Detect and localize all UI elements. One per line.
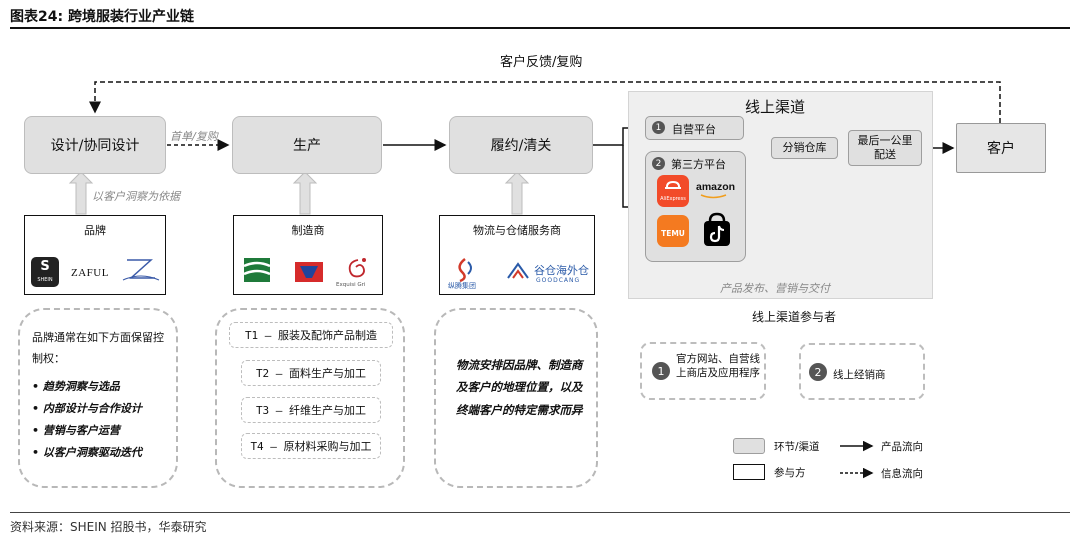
participant-brand: 品牌 S SHEIN ZAFUL [24,215,166,295]
third-platform-label: 第三方平台 [671,158,726,171]
temu-label: TEMU [661,229,685,238]
insight-label: 以客户洞察为依据 [92,190,180,203]
logistics-up-arrow [504,171,530,215]
online-participant-1: 1 官方网站、自营线上商店及应用程序 [640,342,766,400]
participant-manufacturer: 制造商 Exquisi Gri [233,215,383,295]
manufacturer-c-logo-icon [348,258,366,278]
manufacturer-label: 制造商 [291,224,325,237]
tier-item: T4 – 原材料采购与加工 [241,433,381,459]
tiktok-shop-icon [700,212,734,248]
stage-design: 设计/协同设计 [24,116,166,174]
online-participants-title: 线上渠道参与者 [752,310,837,324]
shein-logo-text: SHEIN [37,277,53,283]
participant-1-text: 官方网站、自营线上商店及应用程序 [676,353,760,380]
goodcang-logo-cn: 谷仓海外仓 [534,264,589,277]
legend-arrows [840,440,874,479]
amazon-smile-icon [700,194,727,199]
zongteng-logo-icon [458,258,472,282]
legend-stage-swatch [733,438,765,454]
stage-production: 生产 [232,116,382,174]
orders-label: 首单/复购 [170,130,218,143]
figure-title: 图表24: 跨境服装行业产业链 [10,9,194,25]
third-platform-box: 2 第三方平台 AliExpress amazon TEMU [645,151,746,262]
brand-bullet: • 趋势洞察与选品 [32,380,120,393]
brand-bullet: • 以客户洞察驱动迭代 [32,446,142,459]
brand-label: 品牌 [84,224,106,237]
distribution-warehouse-box: 分销仓库 [771,137,838,159]
logistics-notes: 物流安排因品牌、制造商及客户的地理位置，以及终端客户的特定需求而异 [434,308,598,488]
tier-item: T2 – 面料生产与加工 [241,360,381,386]
goodcang-logo-en: GOODCANG [536,277,581,284]
brand-bullet-list: • 趋势洞察与选品 • 内部设计与合作设计 • 营销与客户运营 • 以客户洞察驱… [32,376,172,464]
stage-fulfillment: 履约/清关 [449,116,593,174]
brand-notes: 品牌通常在如下方面保留控制权： • 趋势洞察与选品 • 内部设计与合作设计 • … [18,308,178,488]
self-platform-label: 自营平台 [672,123,716,136]
legend-product-flow-label: 产品流向 [881,441,923,453]
manufacturer-b-logo-icon [295,262,323,282]
participant-logistics: 物流与仓储服务商 纵腾集团 谷仓海外仓 GOODCANG [439,215,595,295]
self-platform-box: 1 自营平台 [645,116,744,140]
online-title: 线上渠道 [745,98,806,116]
amazon-logo: amazon [696,181,736,193]
goodcang-logo-icon [507,262,529,279]
stage-customer: 客户 [956,123,1046,173]
tier-item: T3 – 纤维生产与加工 [241,397,381,423]
feedback-loop-arrow [89,81,1001,123]
participant-2-text: 线上经销商 [833,369,886,381]
number-badge-2: 2 [652,157,665,170]
participant-2-badge: 2 [809,363,827,381]
number-badge-1: 1 [652,121,665,134]
insight-up-arrow [68,171,94,215]
temu-icon: TEMU [657,215,689,247]
manufacturer-notes: T1 – 服装及配饰产品制造 T2 – 面料生产与加工 T3 – 纤维生产与加工… [215,308,405,488]
zongteng-logo-text: 纵腾集团 [448,282,476,290]
brand-notes-intro: 品牌通常在如下方面保留控制权： [32,331,164,365]
legend-stage-label: 环节/渠道 [774,441,820,453]
online-participant-2: 2 线上经销商 [799,343,925,400]
legend-info-flow-label: 信息流向 [881,468,923,480]
aliexpress-icon: AliExpress [657,175,689,207]
title-rule [10,27,1070,29]
manufacturer-c-logo-text: Exquisi Gri [336,282,366,288]
last-mile-box: 最后一公里配送 [848,130,922,166]
brand-bullet: • 营销与客户运营 [32,424,120,437]
online-footer: 产品发布、营销与交付 [720,282,830,295]
legend-participant-label: 参与方 [774,467,806,479]
logistics-label: 物流与仓储服务商 [473,224,561,237]
brand-z-logo-icon [122,259,160,281]
source-note: 资料来源：SHEIN 招股书，华泰研究 [10,520,207,534]
logistics-notes-text: 物流安排因品牌、制造商及客户的地理位置，以及终端客户的特定需求而异 [456,358,583,417]
manufacturer-a-logo-icon [243,258,271,282]
participant-1-badge: 1 [652,362,670,380]
feedback-label: 客户反馈/复购 [500,55,583,70]
shein-logo-icon: S SHEIN [31,257,59,287]
manufacturer-up-arrow [292,171,318,215]
legend-participant-swatch [733,464,765,480]
brand-bullet: • 内部设计与合作设计 [32,402,142,415]
tier-item: T1 – 服装及配饰产品制造 [229,322,393,348]
bottom-rule [10,512,1070,513]
svg-text:AliExpress: AliExpress [660,196,686,202]
zaful-logo: ZAFUL [71,267,109,279]
